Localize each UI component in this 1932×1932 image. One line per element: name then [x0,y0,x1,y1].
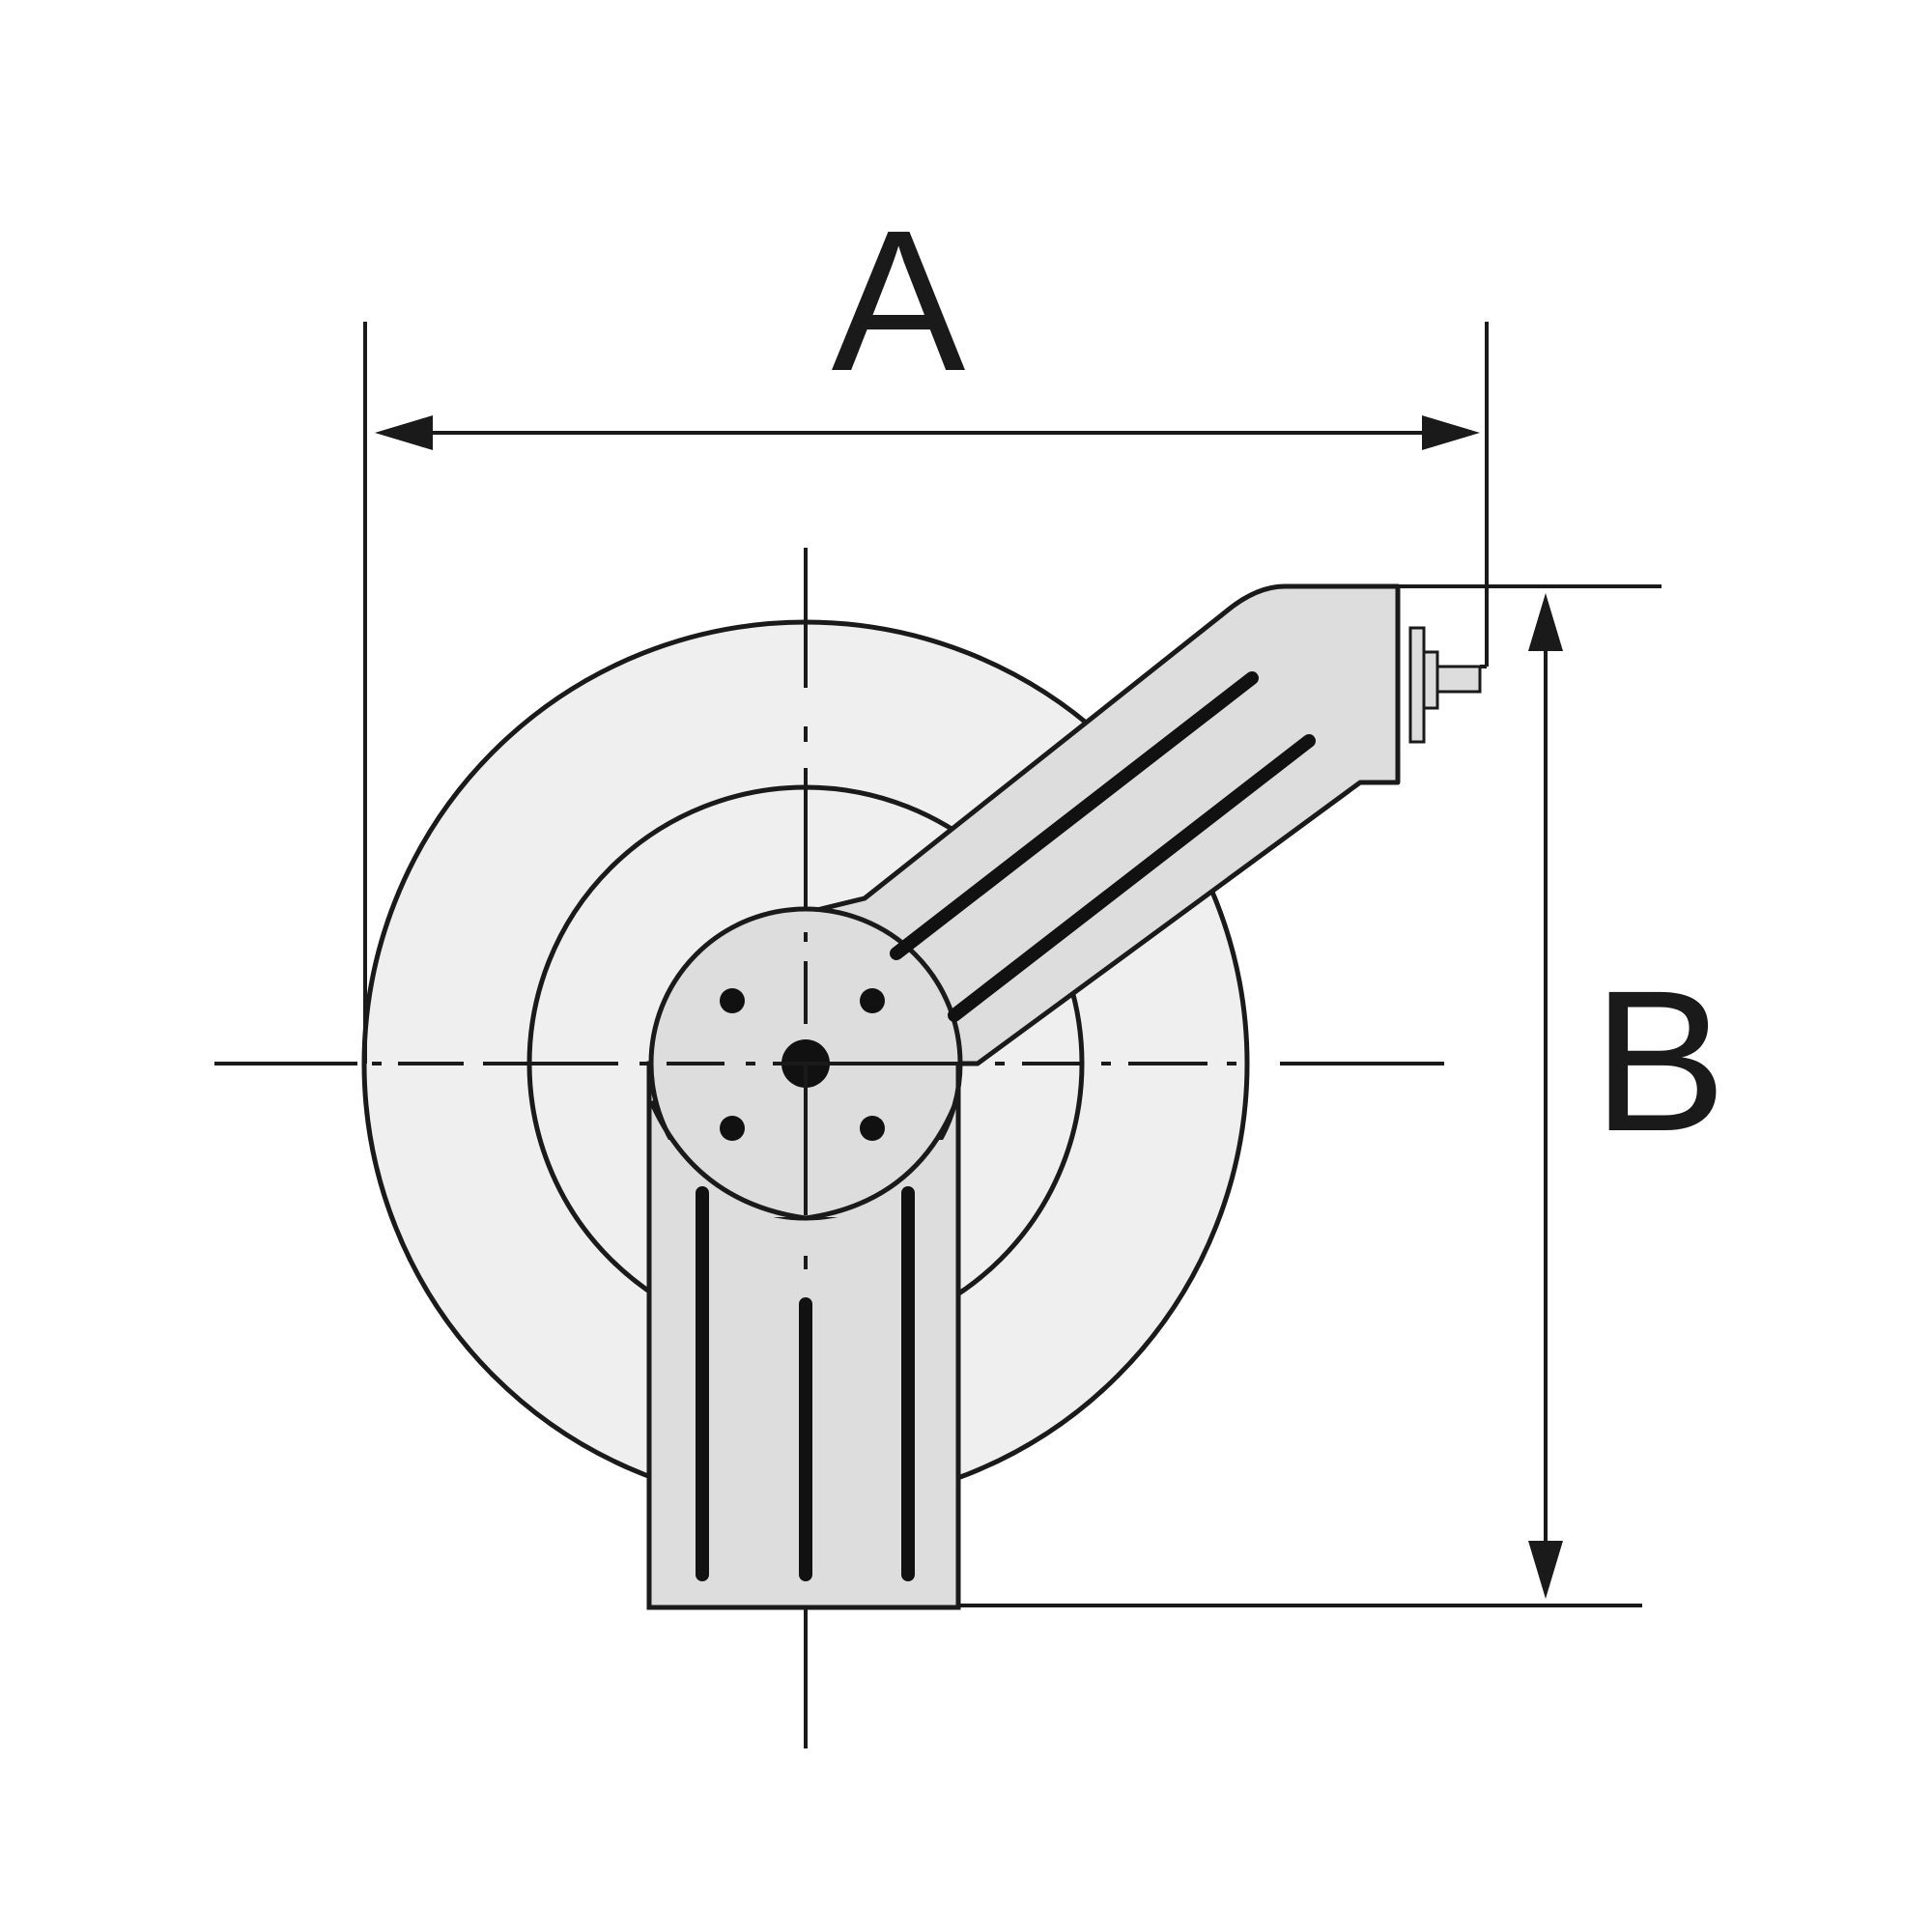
arm-slot-upper [890,671,1259,960]
dimension-b-label: B [1593,950,1727,1174]
arm-slot-lower [948,734,1316,1022]
dimension-a-label: A [832,189,966,413]
arrowhead-top [1528,593,1563,651]
arrowhead-right [1422,415,1480,450]
center-lines [214,548,1444,1748]
bolt-hole [860,988,885,1013]
dimension-b [958,584,1662,1607]
dimension-a [363,322,1489,1064]
arrowhead-left [375,415,433,450]
bolt-hole [720,1116,745,1141]
bolt-hole [860,1116,885,1141]
hose-outlet-fitting [1408,626,1482,744]
bolt-hole [720,988,745,1013]
arrowhead-bottom [1528,1541,1563,1599]
